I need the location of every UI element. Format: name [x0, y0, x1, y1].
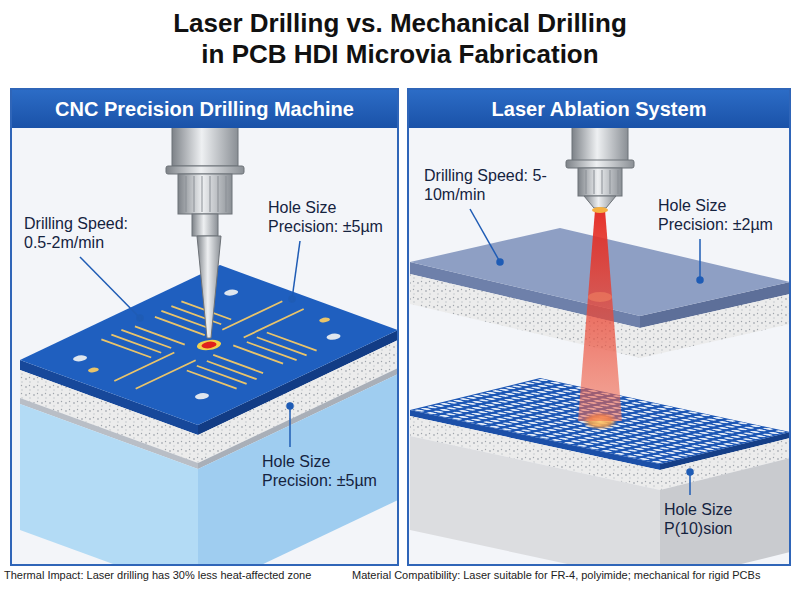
spec-label: Hole Size Precision: ±2µm: [658, 196, 786, 234]
leader-line: [80, 257, 140, 318]
laser-beam: [588, 292, 612, 302]
spec-label: Drilling Speed: 0.5-2m/min: [24, 214, 154, 252]
leader-line: [289, 296, 295, 302]
laser-substrate: [660, 458, 789, 564]
pcb-board: [20, 404, 198, 564]
leader-line: [287, 403, 293, 409]
cnc-drill: [172, 126, 238, 166]
laser-beam: [578, 210, 622, 421]
leader-line: [699, 239, 701, 280]
leader-line: [470, 209, 500, 262]
cnc-drill: [166, 126, 244, 338]
cnc-drill: [186, 176, 226, 212]
cnc-drill: [192, 214, 218, 236]
drill-spot: [198, 341, 219, 350]
via-hole: [317, 317, 332, 323]
laser-head: [566, 126, 634, 213]
laser-beam: [578, 210, 622, 421]
leader-line: [697, 277, 703, 283]
cnc-drill: [178, 174, 232, 214]
laser-head: [572, 126, 628, 162]
leader-line: [289, 409, 291, 447]
leader-line: [497, 259, 503, 265]
via-hole: [192, 392, 212, 400]
laser-head: [592, 207, 608, 213]
diagram-title: Laser Drilling vs. Mechanical Drilling i…: [165, 8, 635, 69]
spec-label: Hole Size P(10)sion: [664, 500, 788, 538]
footnote: Material Compatibility: Laser suitable f…: [352, 569, 796, 582]
laser-head: [566, 160, 634, 168]
panel-header: Laser Ablation System: [409, 90, 789, 128]
via-hole: [70, 354, 90, 362]
cnc-drill: [197, 236, 221, 338]
spec-label: Hole Size Precision: ±5µm: [268, 198, 398, 236]
leader-line: [80, 209, 703, 495]
footnote: Thermal Impact: Laser drilling has 30% l…: [4, 569, 350, 582]
leader-line: [689, 475, 691, 495]
laser-head: [586, 170, 618, 194]
spec-label: Hole Size Precision: ±5µm: [262, 452, 394, 490]
leader-line: [292, 241, 300, 299]
panel: Laser Ablation System: [407, 88, 791, 566]
spec-label: Drilling Speed: 5-10m/min: [424, 166, 554, 204]
via-hole: [86, 367, 101, 373]
panel-header: CNC Precision Drilling Machine: [12, 90, 397, 128]
laser-head: [578, 168, 622, 196]
cnc-drill: [166, 166, 244, 174]
drill-spot: [192, 338, 226, 352]
leader-line: [687, 469, 693, 475]
panel: CNC Precision Drilling Machine: [10, 88, 399, 566]
via-hole: [324, 333, 344, 341]
via-hole: [221, 288, 241, 296]
leader-line: [137, 315, 143, 321]
laser-head: [584, 196, 616, 208]
